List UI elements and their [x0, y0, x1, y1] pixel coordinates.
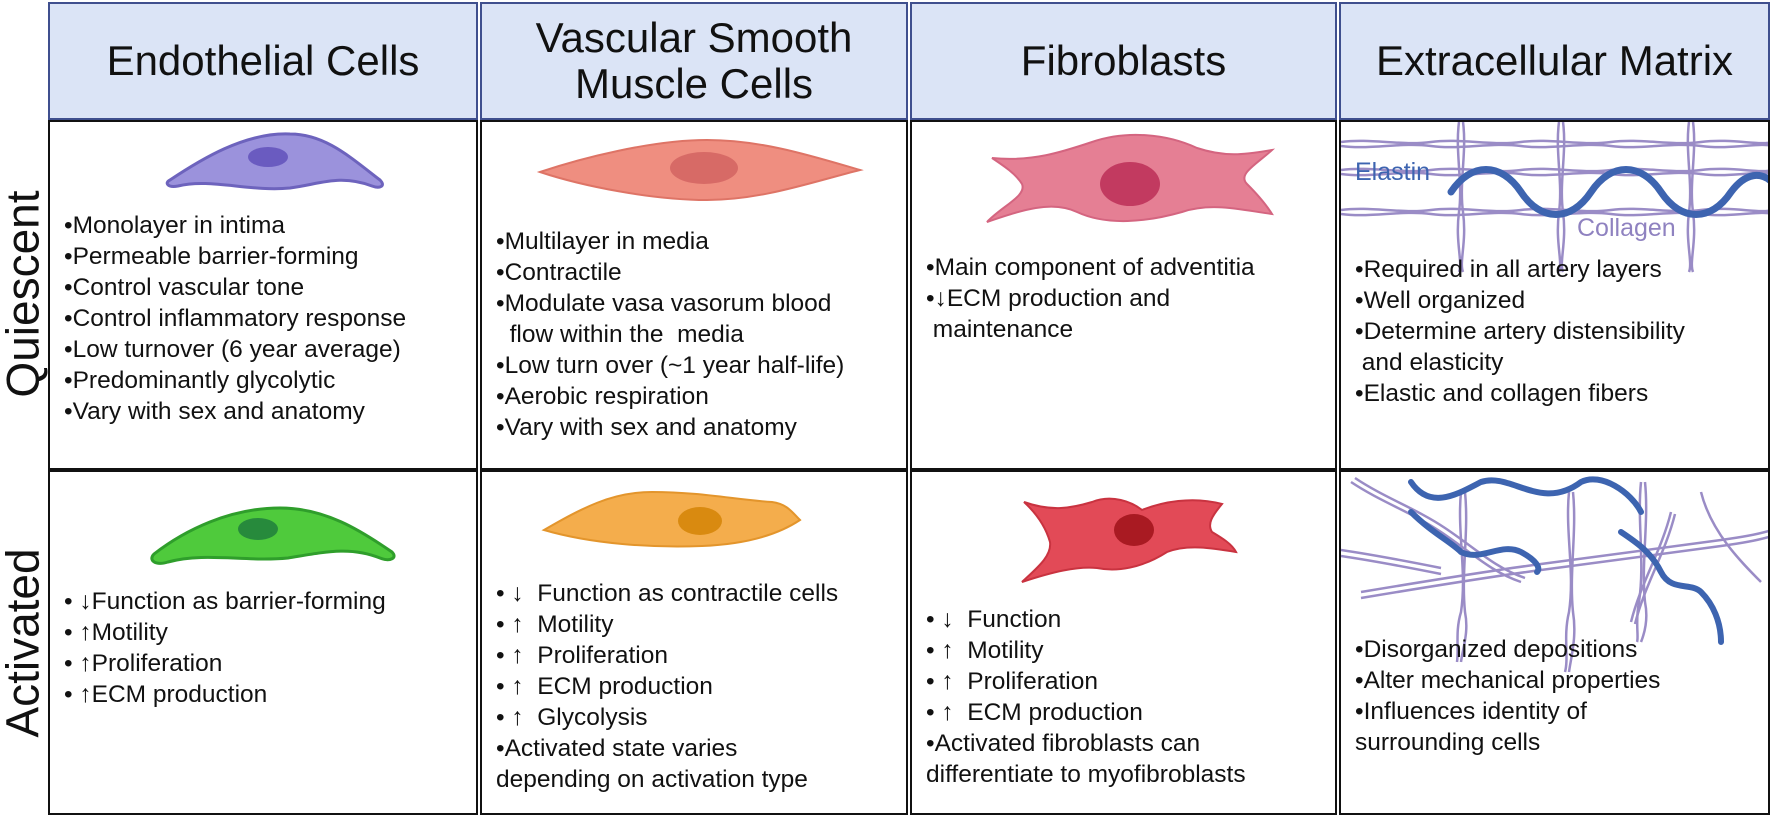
list-item: • ↓Function as barrier-forming: [64, 588, 386, 615]
list-item: •Monolayer in intima: [64, 212, 286, 239]
list-item: •Influences identity of: [1355, 698, 1587, 725]
list-item: • ↑ Proliferation: [926, 668, 1098, 695]
smooth-muscle-cell-quiescent-illustration: [536, 138, 864, 202]
header-ecm-text: Extracellular Matrix: [1375, 37, 1734, 84]
list-item: depending on activation type: [496, 766, 808, 793]
cell-quiescent-smooth-muscle: •Multilayer in media •Contractile •Modul…: [480, 120, 908, 470]
quiescent-endothelial-list: •Monolayer in intima •Permeable barrier-…: [64, 210, 406, 427]
list-item: •Disorganized depositions: [1355, 636, 1638, 663]
list-item: maintenance: [926, 316, 1074, 343]
activated-smooth-muscle-list: • ↓ Function as contractile cells • ↑ Mo…: [496, 578, 838, 795]
cell-activated-fibroblasts: • ↓ Function • ↑ Motility • ↑ Proliferat…: [910, 470, 1337, 815]
list-item: •Permeable barrier-forming: [64, 243, 359, 270]
list-item: •Modulate vasa vasorum blood: [496, 290, 832, 317]
list-item: • ↓ Function as contractile cells: [496, 580, 839, 607]
header-vsmc-text: Vascular Smooth Muscle Cells: [535, 14, 853, 107]
endothelial-cell-activated-illustration: [150, 506, 396, 565]
list-item: •Predominantly glycolytic: [64, 367, 336, 394]
header-fibroblasts: Fibroblasts: [910, 2, 1337, 120]
list-item: •Contractile: [496, 259, 622, 286]
list-item: •Activated state varies: [496, 735, 738, 762]
cell-quiescent-endothelial: •Monolayer in intima •Permeable barrier-…: [48, 120, 478, 470]
list-item: differentiate to myofibroblasts: [926, 761, 1246, 788]
fibroblast-quiescent-illustration: [986, 133, 1276, 223]
list-item: • ↑ Proliferation: [496, 642, 668, 669]
header-vascular-smooth-muscle-cells: Vascular Smooth Muscle Cells: [480, 2, 908, 120]
quiescent-fibroblasts-list: •Main component of adventitia •↓ECM prod…: [926, 252, 1255, 345]
list-item: •Control vascular tone: [64, 274, 305, 301]
row-label-quiescent: Quiescent: [0, 120, 49, 468]
list-item: •Determine artery distensibility: [1355, 318, 1685, 345]
list-item: •Main component of adventitia: [926, 254, 1255, 281]
list-item: •Activated fibroblasts can: [926, 730, 1201, 757]
collagen-label: Collagen: [1577, 214, 1676, 242]
list-item: surrounding cells: [1355, 729, 1541, 756]
list-item: •Well organized: [1355, 287, 1526, 314]
ecm-organized-fibers-illustration: [1341, 122, 1768, 273]
activated-ecm-list: •Disorganized depositions •Alter mechani…: [1355, 634, 1660, 758]
cell-quiescent-fibroblasts: •Main component of adventitia •↓ECM prod…: [910, 120, 1337, 470]
list-item: • ↑ Motility: [496, 611, 614, 638]
list-item: •Alter mechanical properties: [1355, 667, 1661, 694]
cell-quiescent-ecm: Elastin Collagen •Required in all artery…: [1339, 120, 1770, 470]
list-item: • ↓ Function: [926, 606, 1062, 633]
cell-activated-smooth-muscle: • ↓ Function as contractile cells • ↑ Mo…: [480, 470, 908, 815]
list-item: •Low turnover (6 year average): [64, 336, 401, 363]
row-label-quiescent-text: Quiescent: [0, 190, 49, 398]
list-item: and elasticity: [1355, 349, 1504, 376]
list-item: •Multilayer in media: [496, 228, 709, 255]
quiescent-smooth-muscle-list: •Multilayer in media •Contractile •Modul…: [496, 226, 844, 443]
list-item: • ↑ Glycolysis: [496, 704, 648, 731]
list-item: •Aerobic respiration: [496, 383, 709, 410]
header-endothelial-text: Endothelial Cells: [106, 37, 420, 84]
list-item: • ↑ Motility: [926, 637, 1044, 664]
row-label-activated: Activated: [0, 470, 49, 815]
list-item: •Vary with sex and anatomy: [496, 414, 797, 441]
activated-endothelial-list: • ↓Function as barrier-forming • ↑Motili…: [64, 586, 386, 710]
quiescent-ecm-list: •Required in all artery layers •Well org…: [1355, 254, 1685, 409]
header-extracellular-matrix: Extracellular Matrix: [1339, 2, 1770, 120]
list-item: • ↑Proliferation: [64, 650, 223, 677]
smooth-muscle-cell-activated-illustration: [541, 490, 802, 548]
row-label-activated-text: Activated: [0, 547, 49, 738]
list-item: •↓ECM production and: [926, 285, 1171, 312]
list-item: •Vary with sex and anatomy: [64, 398, 365, 425]
fibroblast-activated-illustration: [1021, 497, 1238, 583]
list-item: • ↑ECM production: [64, 681, 268, 708]
cell-activated-ecm: •Disorganized depositions •Alter mechani…: [1339, 470, 1770, 815]
list-item: • ↑Motility: [64, 619, 168, 646]
header-endothelial-cells: Endothelial Cells: [48, 2, 478, 120]
list-item: • ↑ ECM production: [496, 673, 713, 700]
header-fibroblasts-text: Fibroblasts: [1020, 37, 1227, 84]
list-item: •Low turn over (~1 year half-life): [496, 352, 845, 379]
endothelial-cell-quiescent-illustration: [165, 132, 384, 191]
list-item: flow within the media: [496, 321, 744, 348]
cell-activated-endothelial: • ↓Function as barrier-forming • ↑Motili…: [48, 470, 478, 815]
list-item: •Control inflammatory response: [64, 305, 407, 332]
ecm-disorganized-fibers-illustration: [1341, 476, 1768, 673]
list-item: •Elastic and collagen fibers: [1355, 380, 1649, 407]
list-item: • ↑ ECM production: [926, 699, 1143, 726]
elastin-label: Elastin: [1355, 158, 1431, 186]
list-item: •Required in all artery layers: [1355, 256, 1662, 283]
activated-fibroblasts-list: • ↓ Function • ↑ Motility • ↑ Proliferat…: [926, 604, 1246, 790]
